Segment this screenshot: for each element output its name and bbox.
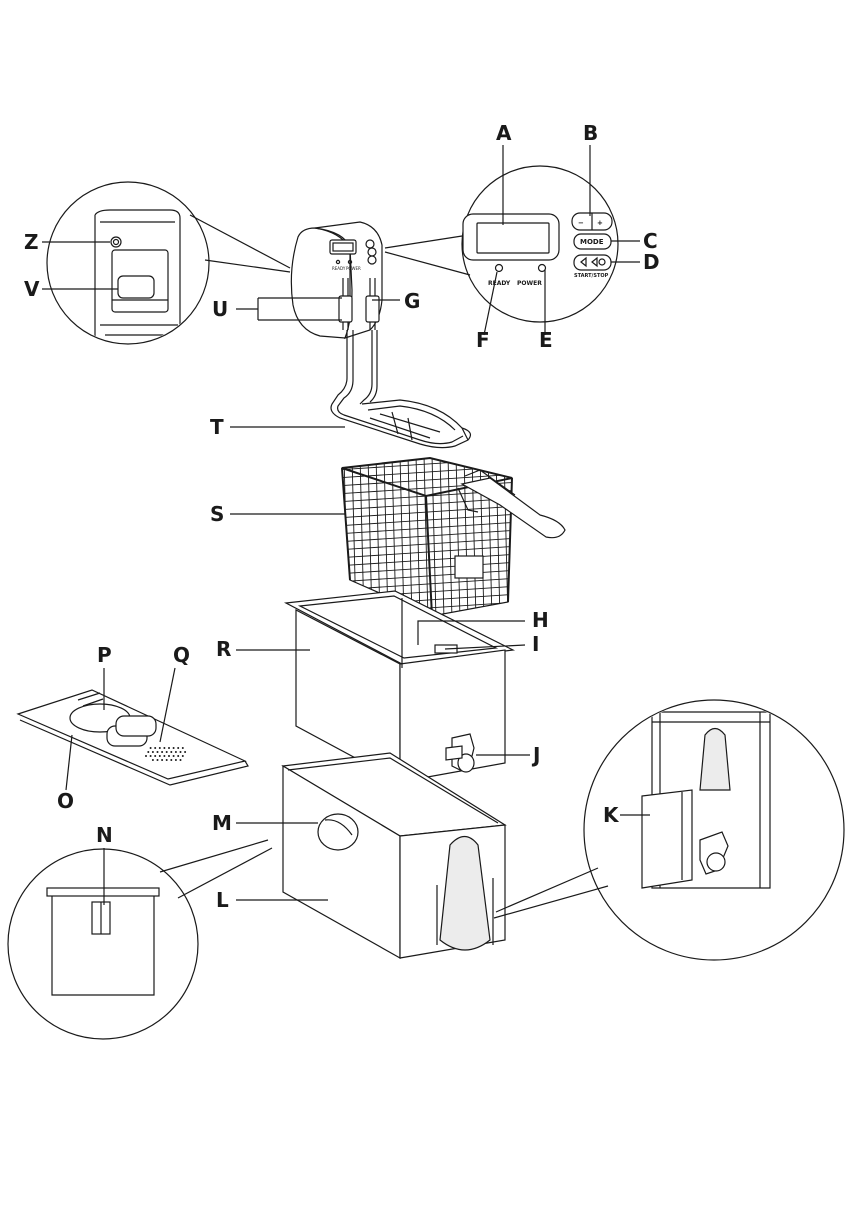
perforation-hole (147, 751, 150, 753)
label-M: M (212, 811, 232, 835)
basket-wire (423, 458, 429, 616)
perforation-hole (179, 751, 182, 753)
basket-wire (342, 561, 512, 575)
basket-wire (342, 497, 512, 511)
oil-tank (283, 590, 516, 784)
lcd-screen (476, 222, 550, 254)
start-stop-label: START/STOP (574, 273, 609, 279)
power-light (537, 263, 547, 273)
ready-label: READY (488, 280, 511, 287)
basket-wire (342, 553, 512, 567)
callout-labels: A B C D E F G H I J K L M N O P Q R S T … (24, 121, 660, 912)
ready-light (494, 263, 504, 273)
perforation-hole (165, 751, 168, 753)
housing-handle[interactable] (317, 813, 359, 851)
label-E: E (539, 328, 553, 352)
label-A: A (496, 121, 512, 145)
label-L: L (216, 888, 229, 912)
perforation-hole (151, 751, 154, 753)
perforation-hole (158, 747, 161, 749)
drain-tap[interactable] (445, 733, 475, 773)
label-H: H (532, 608, 549, 632)
power-label: POWER (517, 280, 542, 287)
perforation-hole (179, 759, 182, 761)
label-S: S (210, 502, 224, 526)
perforation-hole (172, 747, 175, 749)
perforation-hole (184, 751, 187, 753)
label-B: B (583, 121, 598, 145)
perforation-hole (163, 755, 166, 757)
perforation-hole (170, 751, 173, 753)
outer-housing (281, 752, 507, 960)
label-Q: Q (173, 643, 190, 667)
head-ready-label: READY (332, 266, 346, 271)
filter-lid (16, 689, 249, 786)
head-power-label: POWER (346, 266, 361, 271)
perforation-hole (168, 755, 170, 757)
basket-wire (431, 458, 437, 616)
detail-circle-control-panel: − + MODE START/STOP READY POWER (384, 165, 619, 323)
mode-label: MODE (580, 238, 604, 246)
detail-circle-lid-inner (7, 839, 273, 1040)
basket-wire (342, 569, 512, 583)
detail-circle-drain-hose (493, 699, 845, 961)
perforation-hole (177, 747, 180, 749)
control-head: READY POWER (290, 221, 383, 339)
label-I: I (532, 632, 539, 656)
perforation-hole (149, 755, 152, 757)
perforation-hole (181, 747, 184, 749)
label-K: K (603, 803, 620, 827)
label-O: O (57, 789, 74, 813)
display-panel (462, 213, 560, 261)
label-C: C (643, 229, 658, 253)
label-J: J (531, 743, 540, 767)
perforation-hole (145, 755, 147, 757)
basket-wire (439, 458, 445, 616)
label-V: V (24, 277, 40, 301)
basket-wire (455, 458, 461, 616)
leader-lines (42, 145, 650, 905)
detail-circle-rear-head (46, 181, 291, 345)
perforation-hole (151, 759, 154, 761)
start-stop-button[interactable]: START/STOP (573, 254, 612, 279)
perforation-hole (149, 747, 152, 749)
plus-label: + (597, 219, 603, 227)
perforation-hole (161, 759, 164, 761)
minus-plus-button[interactable]: − + (571, 212, 613, 231)
perforation-hole (154, 747, 157, 749)
filter-perforation (145, 747, 187, 761)
minus-label: − (578, 219, 584, 227)
label-T: T (210, 415, 224, 439)
perforation-hole (181, 755, 184, 757)
perforation-hole (154, 755, 157, 757)
perforation-hole (156, 759, 159, 761)
basket-wire (336, 455, 340, 620)
basket-wire (520, 455, 524, 620)
mode-button[interactable]: MODE (573, 233, 612, 250)
basket-wire (447, 458, 453, 616)
perforation-hole (156, 751, 159, 753)
basket-wire (342, 505, 512, 519)
perforation-hole (172, 755, 175, 757)
perforation-hole (161, 751, 164, 753)
perforation-hole (174, 751, 177, 753)
label-Z: Z (24, 230, 39, 254)
label-U: U (212, 297, 228, 321)
label-F: F (476, 328, 490, 352)
perforation-hole (163, 747, 166, 749)
perforation-hole (165, 759, 168, 761)
label-N: N (96, 823, 113, 847)
basket-wire (463, 458, 469, 616)
label-R: R (216, 637, 231, 661)
heating-element (330, 330, 472, 449)
perforation-hole (168, 747, 170, 749)
perforation-hole (177, 755, 180, 757)
perforation-hole (170, 759, 173, 761)
perforation-hole (158, 755, 161, 757)
label-D: D (643, 250, 660, 274)
label-P: P (97, 643, 112, 667)
perforation-hole (174, 759, 177, 761)
label-G: G (404, 289, 420, 313)
